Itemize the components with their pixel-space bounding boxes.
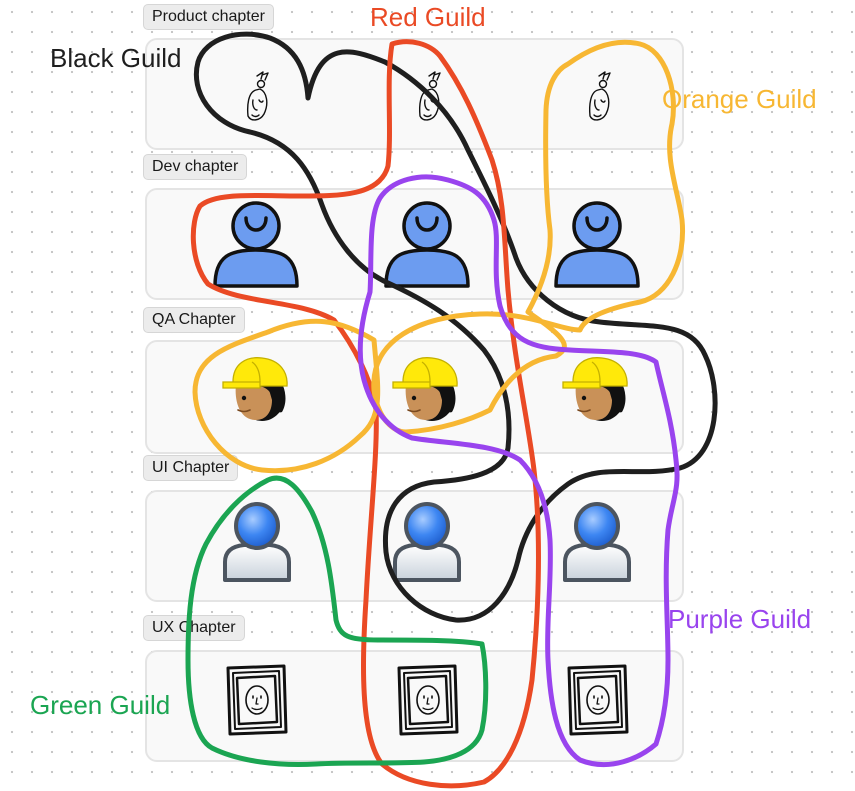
red-guild-outline xyxy=(190,39,541,789)
purple-guild-outline xyxy=(357,174,680,767)
qa-hardhat-worker-icon xyxy=(392,357,458,421)
black-guild-outline xyxy=(194,31,718,623)
orange-guild-outline xyxy=(192,39,686,474)
developer-person-icon xyxy=(213,201,299,288)
product-chapter-label[interactable]: Product chapter xyxy=(143,4,274,30)
ui-chapter-label[interactable]: UI Chapter xyxy=(143,455,239,481)
product-owner-sketch-icon xyxy=(589,71,611,121)
qa-chapter-label[interactable]: QA Chapter xyxy=(143,307,245,333)
ui-person-icon xyxy=(563,502,631,582)
developer-person-icon xyxy=(384,201,470,288)
qa-hardhat-worker-icon xyxy=(222,357,288,421)
ux-framed-portrait-icon xyxy=(397,664,459,736)
orange-guild-label[interactable]: Orange Guild xyxy=(662,84,817,114)
dev-chapter-label[interactable]: Dev chapter xyxy=(143,154,248,180)
ux-chapter-label[interactable]: UX Chapter xyxy=(143,615,245,641)
ux-framed-portrait-icon xyxy=(226,664,288,736)
qa-hardhat-worker-icon xyxy=(562,357,628,421)
developer-person-icon xyxy=(554,201,640,288)
ui-person-icon xyxy=(223,502,291,582)
ui-person-icon xyxy=(393,502,461,582)
purple-guild-label[interactable]: Purple Guild xyxy=(668,604,812,634)
product-chapter-row xyxy=(145,38,684,150)
red-guild-label[interactable]: Red Guild xyxy=(370,2,486,32)
black-guild-label[interactable]: Black Guild xyxy=(50,43,182,73)
ux-framed-portrait-icon xyxy=(567,664,629,736)
product-owner-sketch-icon xyxy=(247,71,269,121)
green-guild-label[interactable]: Green Guild xyxy=(30,690,171,720)
green-guild-outline xyxy=(185,475,489,767)
